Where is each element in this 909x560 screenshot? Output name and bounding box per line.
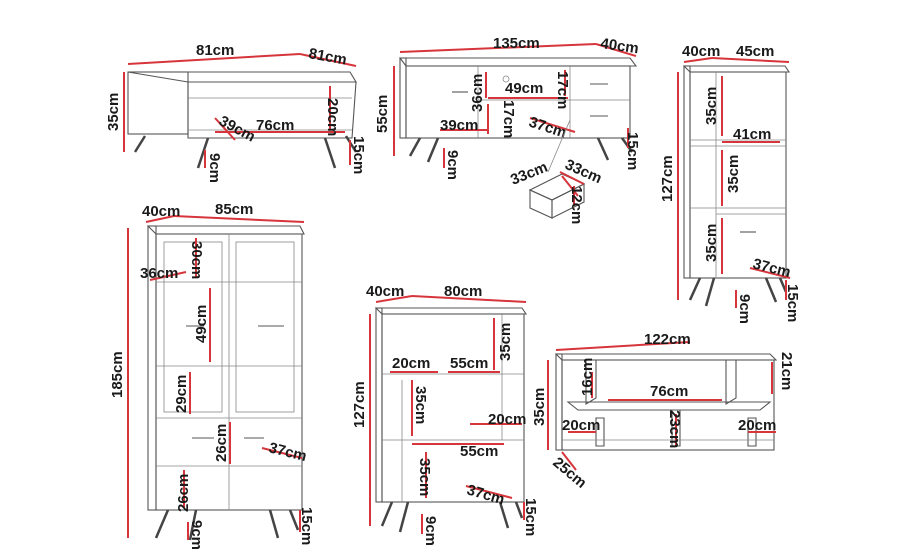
- bookcase-wide-width-label: 80cm: [444, 283, 482, 300]
- coffee-table-depth-label: 81cm: [307, 45, 348, 68]
- display-cabinet-leg: [268, 509, 280, 539]
- bookcase-wide-top-shelf-label: 35cm: [497, 323, 514, 361]
- bookcase-narrow-depth-label: 40cm: [682, 43, 720, 60]
- wall-shelf-depth-label: 25cm: [549, 454, 589, 492]
- coffee-table-leg-height-label: 15cm: [350, 136, 367, 174]
- bookcase-wide-leg: [380, 501, 394, 527]
- display-cabinet-leg: [188, 509, 198, 541]
- tv-stand-height-label: 55cm: [374, 95, 391, 133]
- bookcase-narrow-leg: [704, 277, 716, 307]
- wall-shelf-center-width-label: 76cm: [650, 383, 688, 400]
- coffee-table-top: [127, 71, 357, 83]
- bookcase-narrow-leg: [764, 277, 778, 303]
- wall-shelf-width-label: 122cm: [644, 331, 691, 348]
- bookcase-narrow-leg: [688, 277, 702, 301]
- coffee-table-inner-width-label: 76cm: [256, 117, 294, 134]
- tv-stand-depth-label: 40cm: [599, 35, 639, 57]
- tv-stand-leg-height-label: 15cm: [624, 132, 641, 170]
- coffee-table-shelf-height-label: 20cm: [324, 98, 341, 136]
- bookcase-narrow-clearance-label: 9cm: [736, 294, 753, 324]
- bookcase-narrow-shelf-middle-label: 35cm: [725, 155, 742, 193]
- bookcase-wide-leg-height-label: 15cm: [522, 498, 539, 536]
- display-cabinet-height-label: 185cm: [109, 351, 126, 398]
- bookcase-narrow-shelf-top-label: 35cm: [703, 87, 720, 125]
- tv-stand-leg: [426, 137, 440, 163]
- coffee-table-leg: [323, 137, 337, 169]
- display-cabinet-depth-label: 40cm: [142, 203, 180, 220]
- bookcase-wide-middle-width-label: 55cm: [450, 355, 488, 372]
- wall-shelf-left-divider-label: 16cm: [579, 358, 596, 396]
- bookcase-wide-middle-height-label: 35cm: [412, 386, 429, 424]
- wall-shelf-right-width-label: 20cm: [738, 417, 776, 434]
- bookcase-wide-inner-depth-label: 37cm: [465, 482, 507, 509]
- wall-shelf-back: [561, 359, 775, 451]
- wall-shelf-center-height-label: 23cm: [666, 410, 683, 448]
- tv-stand: 135cm 40cm 55cm 36cm 49cm 17cm 17cm 39cm…: [374, 35, 641, 180]
- bookcase-wide-bottom-height-label: 35cm: [416, 458, 433, 496]
- tv-stand-width-label: 135cm: [493, 35, 540, 52]
- display-cabinet-top-section-label: 30cm: [188, 241, 205, 279]
- bookcase-narrow-height-label: 127cm: [659, 155, 676, 202]
- bookcase-wide-clearance-label: 9cm: [422, 516, 439, 546]
- drawer-width-label: 33cm: [508, 159, 550, 189]
- display-cabinet-leg-height-label: 15cm: [298, 507, 315, 545]
- bookcase-narrow-front: [689, 71, 787, 279]
- display-cabinet-glass-section-label: 49cm: [193, 305, 210, 343]
- coffee-table-width-label: 81cm: [196, 42, 234, 59]
- coffee-table-leg: [133, 135, 147, 153]
- tv-stand-drawer-height-top-label: 17cm: [554, 71, 571, 109]
- bookcase-narrow: 40cm 45cm 127cm 35cm 41cm 35cm 35cm 37cm…: [659, 43, 801, 324]
- display-cabinet-door-section-label: 26cm: [213, 424, 230, 462]
- bookcase-wide-leg: [398, 501, 410, 533]
- wall-shelf: 122cm 35cm 21cm 16cm 76cm 20cm 23cm 20cm…: [531, 331, 795, 492]
- bookcase-narrow-width-label: 45cm: [736, 43, 774, 60]
- coffee-table-clearance-label: 9cm: [206, 153, 223, 183]
- coffee-table-leg: [196, 137, 210, 169]
- bookcase-narrow-shelf-bottom-label: 35cm: [703, 224, 720, 262]
- tv-stand-top: [398, 57, 638, 67]
- display-cabinet-leg: [154, 509, 170, 539]
- display-cabinet-lower-shelf-label: 29cm: [173, 375, 190, 413]
- bookcase-wide-height-label: 127cm: [351, 381, 368, 428]
- wall-shelf-board: [566, 401, 772, 411]
- tv-stand-front: [405, 65, 631, 139]
- coffee-table: 81cm 81cm 35cm 20cm 39cm 76cm 9cm 15cm: [105, 42, 367, 183]
- tv-stand-leg: [596, 137, 610, 161]
- bookcase-wide-right-width-label: 20cm: [488, 411, 526, 428]
- display-cabinet-width-label: 85cm: [215, 201, 253, 218]
- coffee-table-left-face: [127, 71, 189, 135]
- bookcase-wide-lower-width-label: 55cm: [460, 443, 498, 460]
- bookcase-narrow-leg-height-label: 15cm: [784, 284, 801, 322]
- tv-stand-compartment-height-label: 36cm: [469, 74, 486, 112]
- tv-stand-compartment-width-label: 49cm: [505, 80, 543, 97]
- coffee-table-height-label: 35cm: [105, 93, 122, 131]
- bookcase-wide-leg: [498, 501, 510, 529]
- bookcase-wide-front: [381, 313, 525, 503]
- display-cabinet-clearance-label: 9cm: [188, 520, 205, 550]
- tv-stand-drawer-height-bottom-label: 17cm: [500, 100, 517, 138]
- bookcase-wide-left-width-label: 20cm: [392, 355, 430, 372]
- coffee-table-inner-depth-label: 39cm: [216, 113, 258, 146]
- wall-shelf-left-width-label: 20cm: [562, 417, 600, 434]
- bookcase-wide-leg: [514, 501, 524, 519]
- tv-stand-shelf-depth-label: 39cm: [440, 117, 478, 134]
- display-cabinet-leg: [288, 509, 300, 531]
- display-cabinet-bottom-section-label: 26cm: [175, 474, 192, 512]
- bookcase-wide: 40cm 80cm 127cm 35cm 20cm 55cm 35cm 20cm…: [351, 283, 539, 546]
- wall-shelf-side-height-label: 21cm: [778, 352, 795, 390]
- coffee-table-front: [187, 81, 357, 139]
- bookcase-wide-depth-label: 40cm: [366, 283, 404, 300]
- display-cabinet: 40cm 85cm 185cm 30cm 36cm 49cm 29cm 26cm…: [109, 201, 315, 550]
- drawer-height-label: 12cm: [568, 186, 585, 224]
- display-cabinet-side-depth-label: 36cm: [140, 265, 178, 282]
- tv-stand-clearance-label: 9cm: [444, 150, 461, 180]
- wall-shelf-height-label: 35cm: [531, 388, 548, 426]
- tv-stand-leg: [408, 137, 422, 157]
- bookcase-narrow-inner-width-label: 41cm: [733, 126, 771, 143]
